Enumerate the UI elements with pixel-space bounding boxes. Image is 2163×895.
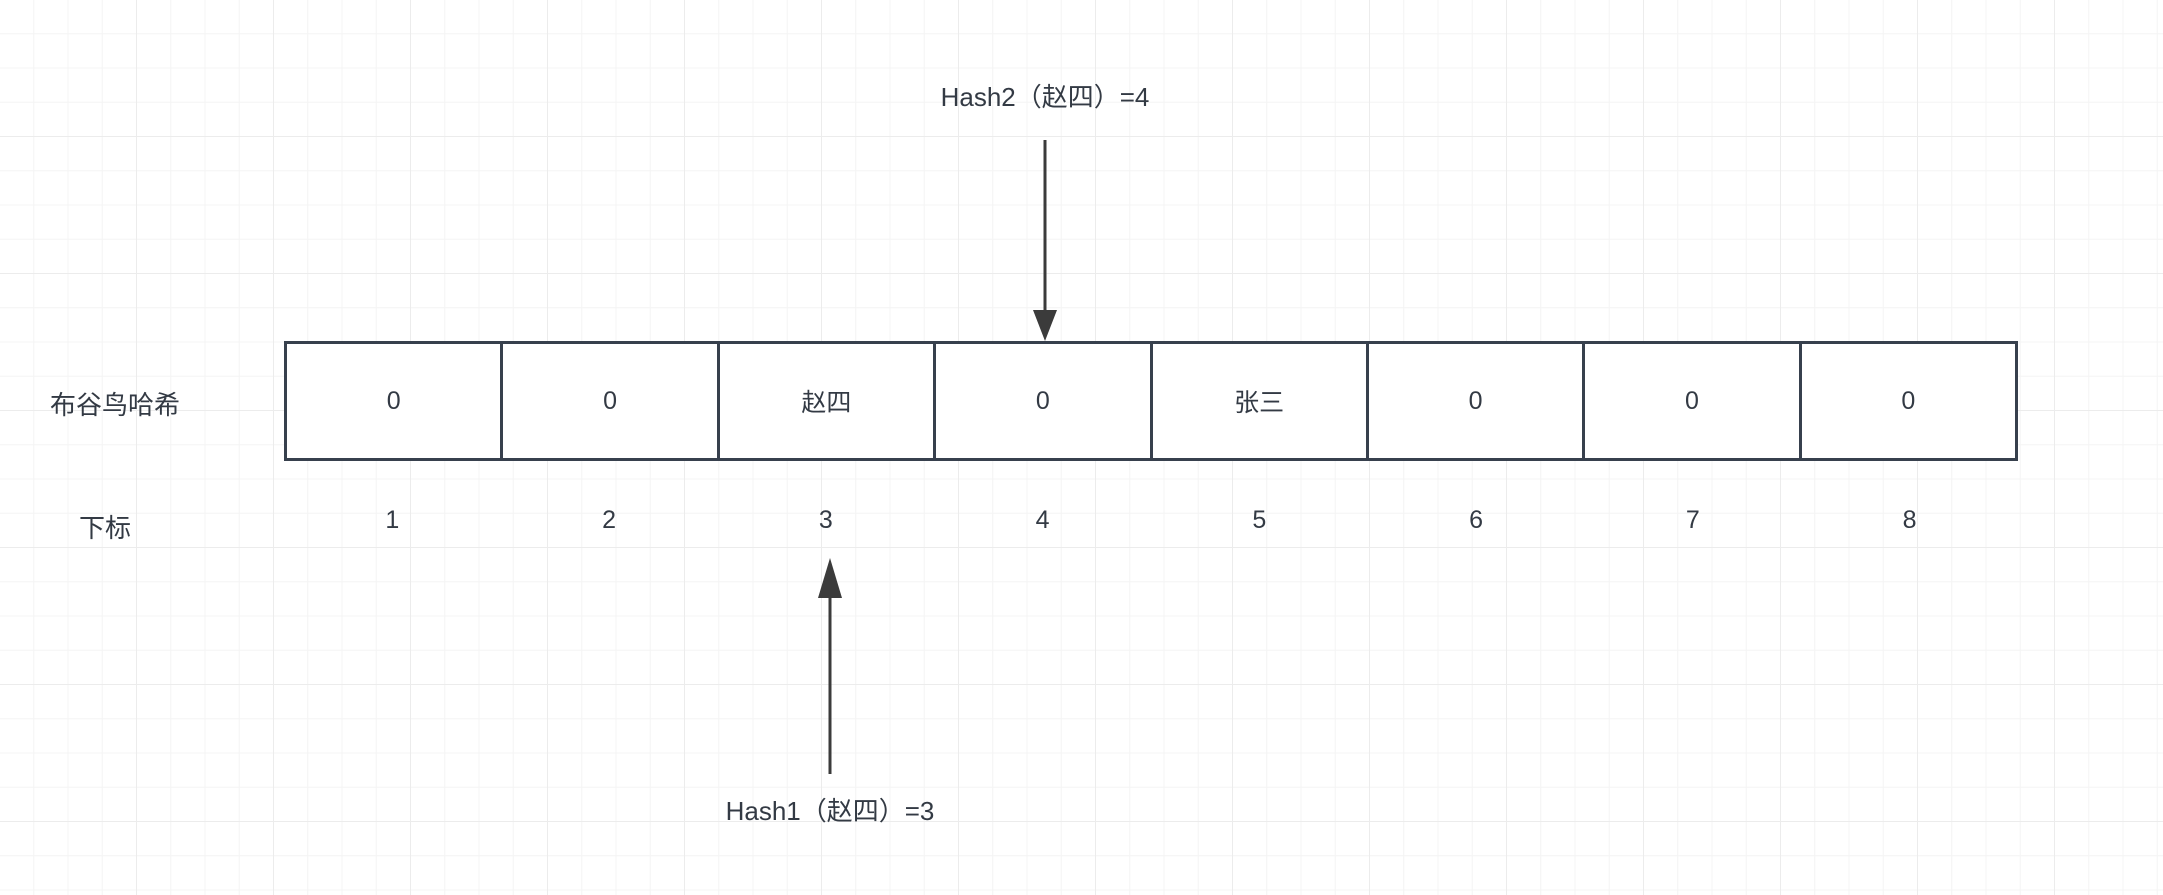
hash2-annotation-label: Hash2（赵四）=4 [940,82,1150,112]
index-row: 1 2 3 4 5 6 7 8 [284,500,2018,540]
hash1-annotation-label: Hash1（赵四）=3 [725,796,935,826]
index-label-4: 4 [1035,506,1050,534]
index-label-1: 1 [385,506,400,534]
hash1-arrow-up-icon [818,558,842,774]
index-label-7: 7 [1685,506,1700,534]
table-cell-4[interactable]: 0 [936,344,1153,458]
table-cell-3[interactable]: 赵四 [719,344,937,458]
table-cell-1[interactable]: 0 [287,344,504,458]
index-label-8: 8 [1902,506,1917,534]
index-label-3: 3 [818,506,833,534]
hash-table: 0 0 赵四 0 张三 0 0 0 [284,341,2018,461]
table-cell-2[interactable]: 0 [503,344,720,458]
hash2-arrow-down-icon [1033,140,1057,341]
table-cell-8[interactable]: 0 [1801,344,2015,458]
table-cell-6[interactable]: 0 [1368,344,1586,458]
index-label-5: 5 [1252,506,1267,534]
index-label-6: 6 [1469,506,1484,534]
table-cell-7[interactable]: 0 [1585,344,1802,458]
table-cell-5[interactable]: 张三 [1152,344,1369,458]
index-row-label: 下标 [79,513,132,543]
array-row-label: 布谷鸟哈希 [50,390,181,420]
index-label-2: 2 [602,506,617,534]
